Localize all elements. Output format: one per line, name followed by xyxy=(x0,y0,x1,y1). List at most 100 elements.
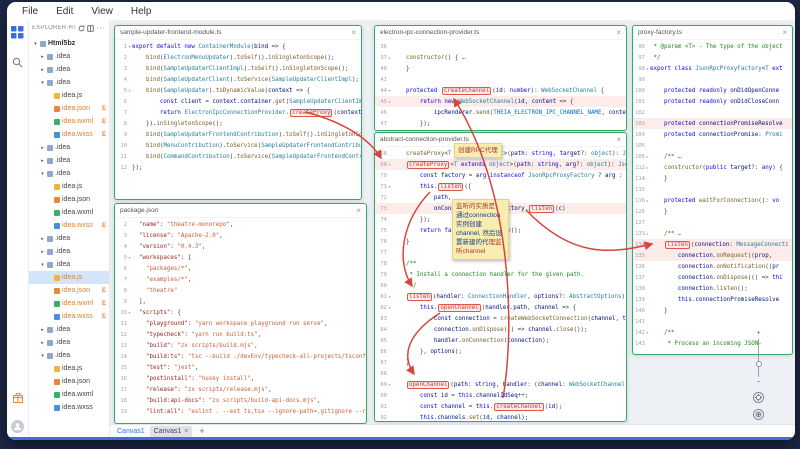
menu-edit[interactable]: Edit xyxy=(56,5,74,17)
refresh-icon[interactable] xyxy=(78,25,85,32)
fold-icon[interactable]: ▸ xyxy=(646,165,649,170)
gutter: 87 xyxy=(375,360,392,366)
line-number: 12 xyxy=(120,331,127,338)
fold-icon[interactable]: ▸ xyxy=(646,198,649,203)
tree-row-idea[interactable]: ▸.idea xyxy=(29,336,109,349)
panel-title-bar[interactable]: sample-updater-frontend-module.ts× xyxy=(115,26,361,40)
panel-title-bar[interactable]: proxy-factory.ts× xyxy=(633,26,792,40)
zoom-out-button[interactable]: − xyxy=(756,379,761,386)
tree-row-idea[interactable]: ▸.idea xyxy=(29,245,109,258)
zoom-in-button[interactable]: + xyxy=(756,330,761,337)
tree-row-idea[interactable]: ▸.idea xyxy=(29,141,109,154)
tree-row-idea[interactable]: ▾.idea xyxy=(29,349,109,362)
fold-icon[interactable]: ▾ xyxy=(388,294,391,299)
fold-icon[interactable]: ▾ xyxy=(646,66,649,71)
fold-icon[interactable]: ▸ xyxy=(646,154,649,159)
locate-button[interactable] xyxy=(753,409,764,420)
search-icon[interactable] xyxy=(12,55,23,73)
canvas-tab-2[interactable]: Canvas1× xyxy=(149,425,193,437)
tree-row-idea-wxss[interactable]: idea.wxss xyxy=(29,401,109,414)
canvas[interactable]: + − sample-updater-frontend-module.ts×1▾… xyxy=(110,20,795,424)
fold-icon[interactable]: ▾ xyxy=(388,382,391,387)
tree-row-idea-js[interactable]: idea.js xyxy=(29,89,109,102)
more-icon[interactable]: ··· xyxy=(96,24,106,32)
tree-row-idea-js[interactable]: idea.js xyxy=(29,271,109,284)
tree-row-idea-json[interactable]: idea.json xyxy=(29,375,109,388)
menu-file[interactable]: File xyxy=(22,5,39,17)
highlight-chip[interactable]: createProxy xyxy=(290,108,333,117)
folder-icon xyxy=(47,235,53,242)
fold-icon[interactable]: ▾ xyxy=(388,305,391,310)
sticky-note[interactable]: 监听的实质是：通过connection实例创建channel, 然后设置新建的代… xyxy=(452,199,509,260)
highlight-chip[interactable]: listen xyxy=(406,292,432,301)
fold-icon[interactable]: ▾ xyxy=(388,184,391,189)
fold-icon[interactable]: ▾ xyxy=(128,44,131,49)
tree-row-idea[interactable]: ▸.idea xyxy=(29,323,109,336)
fold-icon[interactable]: ▾ xyxy=(128,88,131,93)
highlight-chip[interactable]: createChannel xyxy=(441,86,492,95)
fold-icon[interactable]: ▾ xyxy=(646,330,649,335)
close-icon[interactable]: × xyxy=(616,134,621,144)
tree-row-idea[interactable]: ▾.idea xyxy=(29,76,109,89)
panel-title-bar[interactable]: package.json× xyxy=(115,204,366,218)
fold-icon[interactable]: ▾ xyxy=(388,88,391,93)
fold-icon[interactable]: ▾ xyxy=(388,99,391,104)
add-canvas-button[interactable]: + xyxy=(199,426,205,436)
highlight-chip[interactable]: openChannel xyxy=(438,303,481,312)
tree-row-idea[interactable]: ▸.idea xyxy=(29,63,109,76)
code-panel-proxy-factory[interactable]: proxy-factory.ts×96 * @param <T> - The t… xyxy=(632,25,793,355)
canvas-board-icon[interactable] xyxy=(11,26,24,44)
code-panel-package-json[interactable]: package.json×2 "name": "theatre-monorepo… xyxy=(114,203,367,424)
canvas-tab-1[interactable]: Canvas1 xyxy=(117,428,145,435)
tree-row-idea[interactable]: ▾.idea xyxy=(29,258,109,271)
fit-view-button[interactable] xyxy=(753,392,764,403)
tree-row-idea-wxml[interactable]: idea.wxml xyxy=(29,388,109,401)
fold-icon[interactable]: ▾ xyxy=(388,162,391,167)
close-icon[interactable]: × xyxy=(782,27,787,37)
fold-icon[interactable]: ▾ xyxy=(128,310,131,315)
tree-row-idea[interactable]: ▸.idea xyxy=(29,154,109,167)
extensions-box-icon[interactable] xyxy=(12,391,24,409)
highlight-chip[interactable]: openChannel xyxy=(406,380,450,389)
highlight-chip[interactable]: createProxy xyxy=(406,160,450,169)
close-icon[interactable]: × xyxy=(356,205,361,215)
tree-row-idea-wxml[interactable]: idea.wxml xyxy=(29,206,109,219)
code-line: 104 protected connectionPromise: Promi xyxy=(633,129,792,140)
menu-help[interactable]: Help xyxy=(130,5,152,17)
split-editor-icon[interactable] xyxy=(87,24,94,32)
account-avatar[interactable] xyxy=(11,420,24,433)
tree-row-idea[interactable]: ▾.idea xyxy=(29,167,109,180)
highlight-chip[interactable]: createChannel xyxy=(494,402,544,411)
close-icon[interactable]: × xyxy=(616,27,621,37)
sticky-note[interactable]: 创建RPC代理 xyxy=(454,143,502,159)
zoom-slider[interactable] xyxy=(755,339,762,377)
fold-icon[interactable]: ▾ xyxy=(128,255,131,260)
code-panel-sample-updater-frontend-module[interactable]: sample-updater-frontend-module.ts×1▾expo… xyxy=(114,25,362,200)
highlight-chip[interactable]: listen xyxy=(529,204,555,213)
tree-row-idea[interactable]: ▸.idea xyxy=(29,232,109,245)
menu-view[interactable]: View xyxy=(91,5,113,17)
close-icon[interactable]: × xyxy=(184,427,189,435)
code-line: 116▸ protected waitForConnection(): vo xyxy=(633,195,792,206)
highlight-chip[interactable]: listen xyxy=(438,182,464,191)
tree-row-idea-json[interactable]: idea.json xyxy=(29,193,109,206)
close-icon[interactable]: × xyxy=(351,27,356,37)
fold-icon[interactable]: ▸ xyxy=(388,55,391,60)
code-panel-abstract-connection-provider[interactable]: abstract-connection-provider.ts×68 creat… xyxy=(374,132,627,422)
tree-row-Html5bz[interactable]: ▾Html5bz xyxy=(29,37,109,50)
tree-row-idea[interactable]: ▸.idea xyxy=(29,50,109,63)
gutter: 72 xyxy=(375,195,392,201)
highlight-chip[interactable]: listen xyxy=(664,240,690,249)
tree-row-idea-js[interactable]: idea.js xyxy=(29,180,109,193)
panel-title-bar[interactable]: electron-ipc-connection-provider.ts× xyxy=(375,26,626,40)
tree-row-idea-js[interactable]: idea.js xyxy=(29,362,109,375)
zoom-slider-handle[interactable] xyxy=(755,361,762,367)
